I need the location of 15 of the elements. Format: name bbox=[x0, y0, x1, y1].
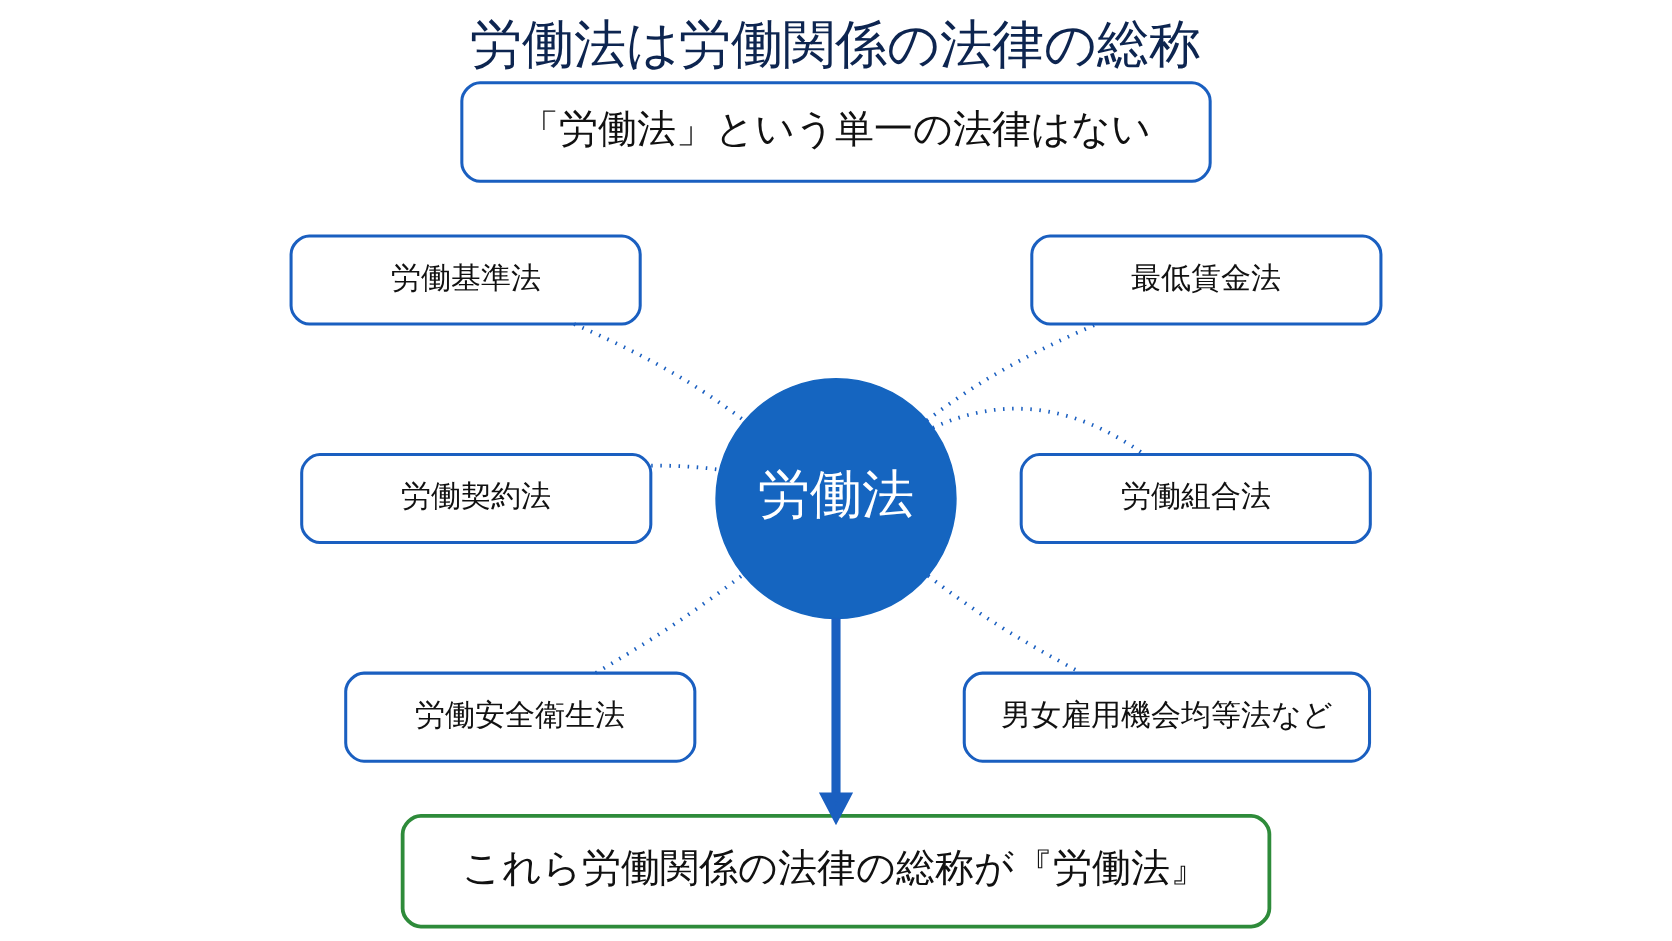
node-circle: 労働法 bbox=[715, 377, 957, 620]
node-box: 労働安全衛生法 bbox=[344, 671, 697, 763]
node-box: 労働契約法 bbox=[300, 453, 653, 545]
node-box: 男女雇用機会均等法など bbox=[962, 671, 1372, 763]
node-box: 最低賃金法 bbox=[1030, 234, 1383, 326]
connector bbox=[594, 573, 744, 675]
node-box: 労働基準法 bbox=[289, 234, 642, 326]
connector bbox=[651, 463, 720, 472]
arrow bbox=[818, 618, 854, 826]
connector bbox=[932, 406, 1145, 456]
connector bbox=[925, 322, 1098, 422]
node-box: 労働組合法 bbox=[1019, 453, 1372, 545]
diagram-title: 労働法は労働関係の法律の総称 bbox=[470, 13, 1202, 74]
node-box: これら労働関係の法律の総称が『労働法』 bbox=[400, 813, 1272, 929]
node-box: 「労働法」という単一の法律はない bbox=[460, 81, 1212, 183]
